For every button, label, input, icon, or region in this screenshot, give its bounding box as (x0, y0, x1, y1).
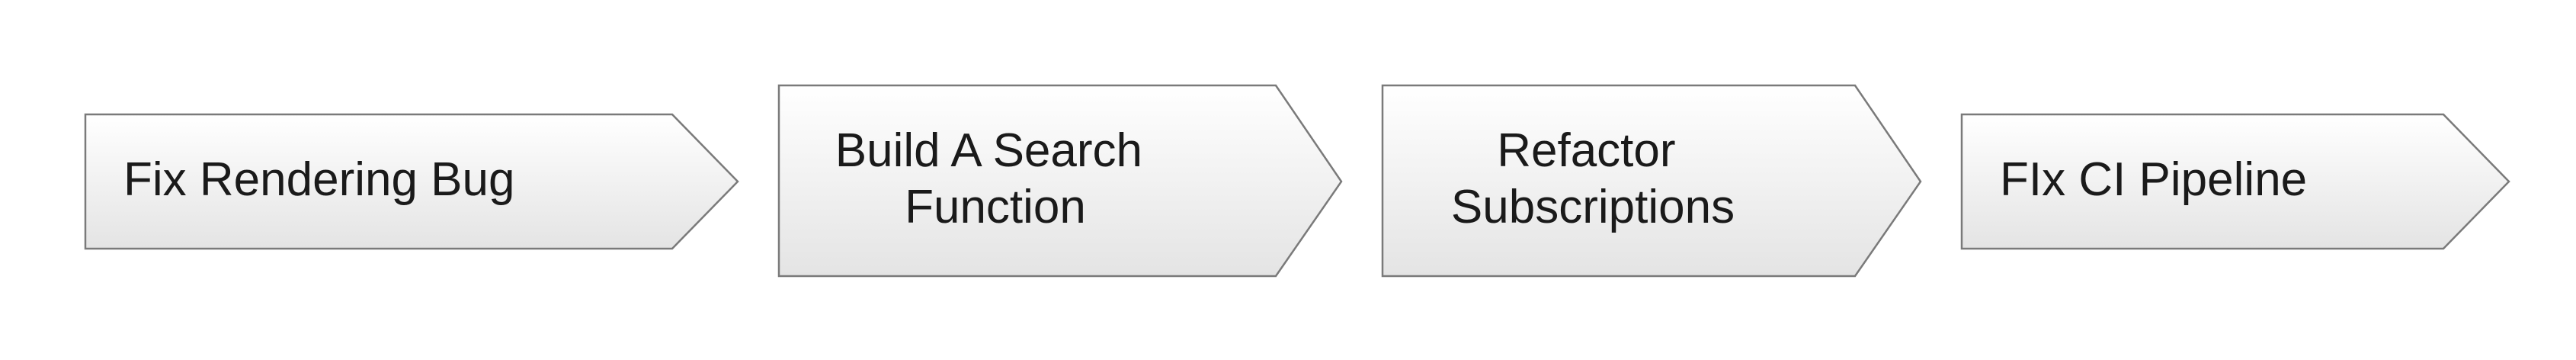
step-3-line-2: Subscriptions (1451, 181, 1735, 233)
step-3-chevron-shape (1381, 84, 1922, 278)
step-3-line-1: Refactor (1497, 124, 1675, 177)
step-4-chevron-shape (1960, 113, 2510, 250)
step-2-label: Build A Search Function (835, 124, 1156, 233)
step-2-line-2: Function (905, 181, 1086, 233)
step-fix-rendering-bug: Fix Rendering Bug (84, 113, 739, 250)
step-1-chevron-shape (84, 113, 739, 250)
step-build-a-search-function: Build A Search Function (777, 84, 1343, 278)
step-4-line-1: FIx CI Pipeline (2000, 153, 2307, 206)
step-fix-ci-pipeline: FIx CI Pipeline (1960, 113, 2510, 250)
step-3-label: Refactor Subscriptions (1451, 124, 1735, 233)
step-refactor-subscriptions: Refactor Subscriptions (1381, 84, 1922, 278)
step-1-line-1: Fix Rendering Bug (123, 153, 515, 206)
step-2-line-1: Build A Search (835, 124, 1142, 177)
step-2-chevron-shape (777, 84, 1343, 278)
step-1-label: Fix Rendering Bug (123, 153, 515, 206)
step-4-label: FIx CI Pipeline (2000, 153, 2307, 206)
